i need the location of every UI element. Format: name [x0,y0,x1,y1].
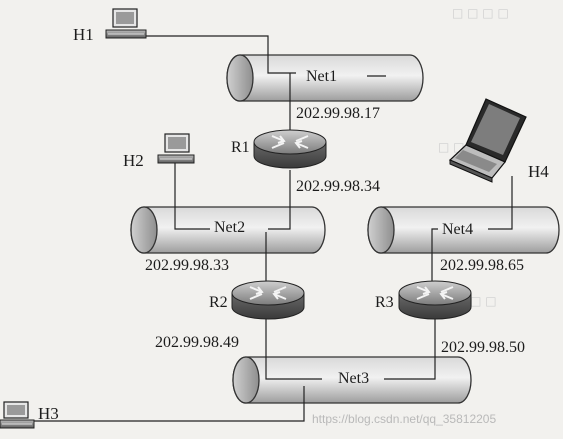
ip-r2-net2: 202.99.98.33 [145,257,229,274]
link-h4-net4 [488,176,513,230]
link-r3-net3 [384,318,436,380]
host-h3-label: H3 [38,404,59,423]
ip-r3-net3: 202.99.98.50 [441,339,525,356]
ip-r3-net4: 202.99.98.65 [440,257,524,274]
router-r2-icon [231,280,305,320]
net4-cylinder [367,206,560,254]
router-r2-label: R2 [209,294,228,311]
host-h4-label: H4 [528,162,549,181]
link-net4-r3 [431,228,438,285]
h4-laptop-icon [448,98,527,183]
router-r1-label: R1 [231,139,250,156]
router-r3-label: R3 [375,294,394,311]
h3-computer-icon [0,401,35,429]
host-h2-label: H2 [123,151,144,170]
h1-computer-icon [105,8,147,39]
ip-r2-net3: 202.99.98.49 [155,334,239,351]
h2-computer-icon [157,133,195,164]
link-h2-net2 [174,160,210,230]
net1-label: Net1 [306,68,338,85]
link-r2-net3 [265,318,322,380]
ip-r1-net1: 202.99.98.17 [296,105,380,122]
router-r1-icon [253,129,327,169]
net1-cylinder [226,54,424,102]
net2-cylinder [130,206,326,254]
host-h1-label: H1 [73,25,94,44]
net3-cylinder [232,356,472,404]
router-r3-icon [398,280,472,320]
connection-lines [34,35,513,422]
net3-label: Net3 [338,370,370,387]
background-text: □ □ □ □ [452,6,509,20]
link-h1-net1 [146,35,296,74]
net2-label: Net2 [214,219,246,236]
ip-r1-net2: 202.99.98.34 [296,178,380,195]
net4-label: Net4 [442,221,474,238]
link-h3-net3 [34,386,305,422]
link-r1-net2 [268,170,291,230]
watermark-text: https://blog.csdn.net/qq_35812205 [312,412,497,426]
